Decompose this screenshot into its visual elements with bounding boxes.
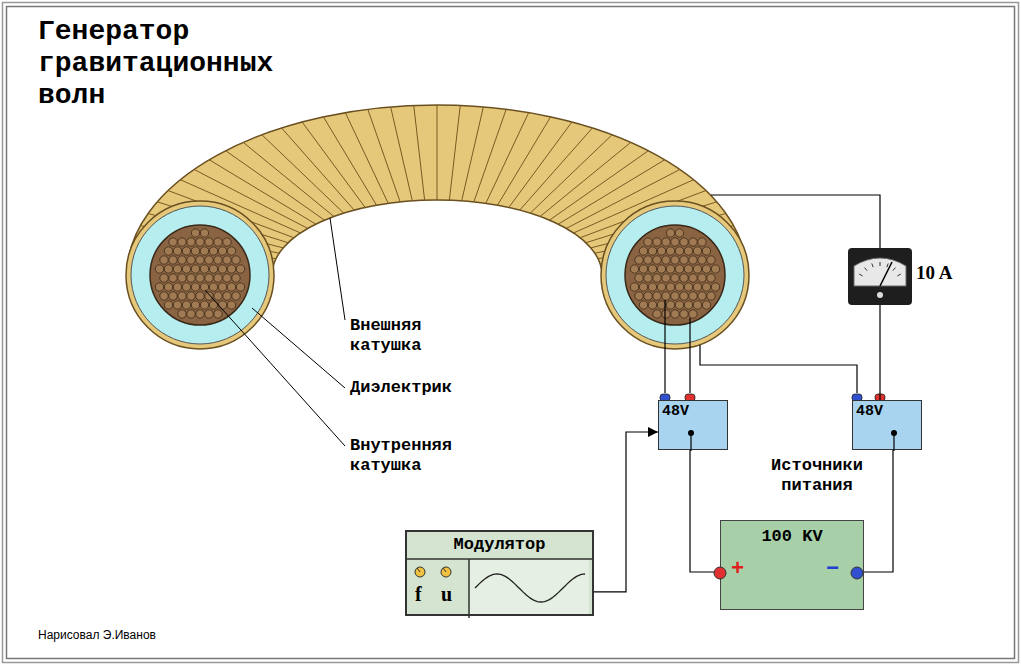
wire bbox=[665, 195, 880, 393]
power-supply: 48V bbox=[658, 400, 728, 450]
wire bbox=[594, 432, 658, 592]
power-supply: 48V bbox=[852, 400, 922, 450]
part-label: Внутренняя катушка bbox=[350, 436, 475, 475]
node-text: f bbox=[415, 583, 422, 606]
node-text: 100 KV bbox=[721, 527, 863, 546]
node-text: 10 A bbox=[916, 262, 952, 284]
part-label: Диэлектрик bbox=[350, 378, 480, 398]
frame bbox=[7, 7, 1015, 659]
node-text: Модулятор bbox=[407, 535, 592, 554]
frame bbox=[3, 3, 1019, 663]
part-label: Внешняя катушка bbox=[350, 316, 475, 355]
coil-windings bbox=[128, 105, 744, 270]
wire bbox=[864, 450, 893, 572]
wire bbox=[879, 305, 880, 400]
ammeter: 10 A bbox=[848, 248, 957, 305]
ammeter-drawing bbox=[848, 248, 912, 305]
group-label: Источники питания bbox=[758, 456, 876, 495]
cross-section bbox=[126, 201, 749, 349]
leader-line bbox=[205, 218, 345, 446]
modulator: Модулятор fu bbox=[405, 530, 594, 616]
node-text: 48V bbox=[662, 403, 689, 420]
polarity-sign: + bbox=[731, 557, 744, 582]
node-text: 48V bbox=[856, 403, 883, 420]
title: Генератор гравитационных волн bbox=[38, 16, 288, 113]
node-text: u bbox=[441, 583, 452, 606]
credit: Нарисовал Э.Иванов bbox=[38, 628, 156, 642]
inner-coil-strands bbox=[155, 229, 719, 318]
wire bbox=[690, 450, 720, 572]
outer-coil bbox=[127, 105, 747, 275]
polarity-sign: − bbox=[826, 557, 839, 582]
